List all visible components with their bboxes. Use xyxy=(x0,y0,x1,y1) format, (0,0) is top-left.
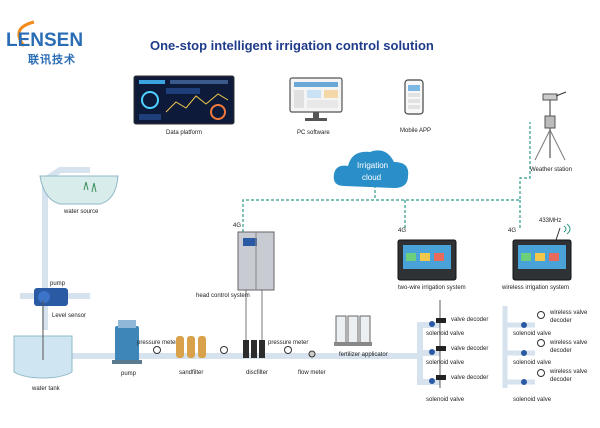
decoder-label-3: valve decoder xyxy=(451,375,488,381)
sand-filter-icon xyxy=(176,336,206,358)
weather-station-label: Weather station xyxy=(530,167,572,173)
discfilter-label: discfilter xyxy=(246,370,268,376)
solenoid-label-3: solenoid valve xyxy=(426,397,465,403)
network-links xyxy=(242,122,531,232)
pump-bottom-label: pump xyxy=(121,371,137,377)
water-source-label: water source xyxy=(63,209,99,215)
water-tank-label: water tank xyxy=(31,386,61,392)
sandfilter-label: sandfilter xyxy=(179,370,203,376)
water-tank-icon xyxy=(13,300,73,379)
pump-top-label: pump xyxy=(50,281,66,287)
wireless-decoder-3 xyxy=(521,369,545,385)
decoder-label-2: valve decoder xyxy=(451,346,488,352)
solenoid-label-2: solenoid valve xyxy=(426,360,465,366)
flow-meter-icon xyxy=(308,350,316,358)
fertilizer-applicator-icon xyxy=(334,315,372,346)
pc-software-monitor xyxy=(289,77,343,121)
wireless-decoder-1-label-a: wireless valve xyxy=(549,310,588,316)
cloud-label-line2: cloud xyxy=(362,173,381,182)
flow-meter-label: flow meter xyxy=(298,370,326,376)
logo: LENSEN 联讯技术 xyxy=(6,20,83,66)
surface-pump-icon xyxy=(34,288,68,306)
wireless-decoder-2 xyxy=(521,339,545,356)
data-platform-label: Data platform xyxy=(166,130,202,136)
wireless-solenoid-label-3: solenoid valve xyxy=(513,397,552,403)
two-wire-controller xyxy=(397,239,457,281)
two-wire-4g-label: 4G xyxy=(398,228,406,234)
logo-brand: LENSEN xyxy=(6,30,83,51)
two-wire-label: two-wire irrigation system xyxy=(398,285,466,291)
wireless-decoder-2-label-a: wireless valve xyxy=(549,340,588,346)
water-source-pond xyxy=(39,175,119,205)
pressure-gauge-icon xyxy=(153,346,161,354)
valve-decoder-1 xyxy=(429,318,446,327)
wireless-decoder-2-label-b: decoder xyxy=(550,348,572,354)
head-control-cabinet xyxy=(237,231,275,291)
data-platform-screen xyxy=(133,75,235,125)
mobile-app-label: Mobile APP xyxy=(400,128,431,134)
level-sensor-label: Level sensor xyxy=(52,313,86,319)
pressure-meter-1-label: pressure meter xyxy=(137,340,177,346)
weather-station-icon xyxy=(534,91,567,161)
valve-decoder-2 xyxy=(429,346,446,355)
wireless-solenoid-label-1: solenoid valve xyxy=(513,331,552,337)
pressure-meter-2-label: pressure meter xyxy=(268,340,308,346)
wireless-4g-label: 4G xyxy=(508,228,516,234)
wireless-solenoid-label-2: solenoid valve xyxy=(513,360,552,366)
mhz-label: 433MHz xyxy=(539,218,561,224)
logo-chinese: 联讯技术 xyxy=(28,52,76,66)
wireless-decoder-1 xyxy=(521,311,545,328)
wireless-system-label: wireless irrigation system xyxy=(501,285,569,291)
pressure-gauge-2-icon xyxy=(284,346,292,354)
decoder-label-1: valve decoder xyxy=(451,317,488,323)
wireless-controller xyxy=(512,227,572,281)
valve-decoder-3 xyxy=(429,375,446,384)
solenoid-label-1: solenoid valve xyxy=(426,331,465,337)
fertilizer-label: fertilizer applicator xyxy=(339,352,388,358)
disc-filter-icon xyxy=(243,290,265,358)
pc-software-label: PC software xyxy=(297,130,330,136)
head-control-label: head control system xyxy=(196,293,250,299)
logo-swoosh-icon xyxy=(17,20,35,47)
page-title: One-stop intelligent irrigation control … xyxy=(150,38,434,53)
head-4g-label: 4G xyxy=(233,223,241,229)
gauge-icon xyxy=(220,346,228,354)
wireless-decoder-3-label-b: decoder xyxy=(550,377,572,383)
wireless-decoder-3-label-a: wireless valve xyxy=(549,369,588,375)
centrifugal-pump-icon xyxy=(112,320,142,364)
irrigation-cloud-icon xyxy=(333,150,409,188)
mobile-app-phone xyxy=(404,79,424,115)
cloud-label-line1: Irrigation xyxy=(357,161,388,170)
wireless-pipes xyxy=(502,306,535,388)
wireless-signal-icon xyxy=(563,223,571,235)
wireless-decoder-1-label-b: decoder xyxy=(550,318,572,324)
